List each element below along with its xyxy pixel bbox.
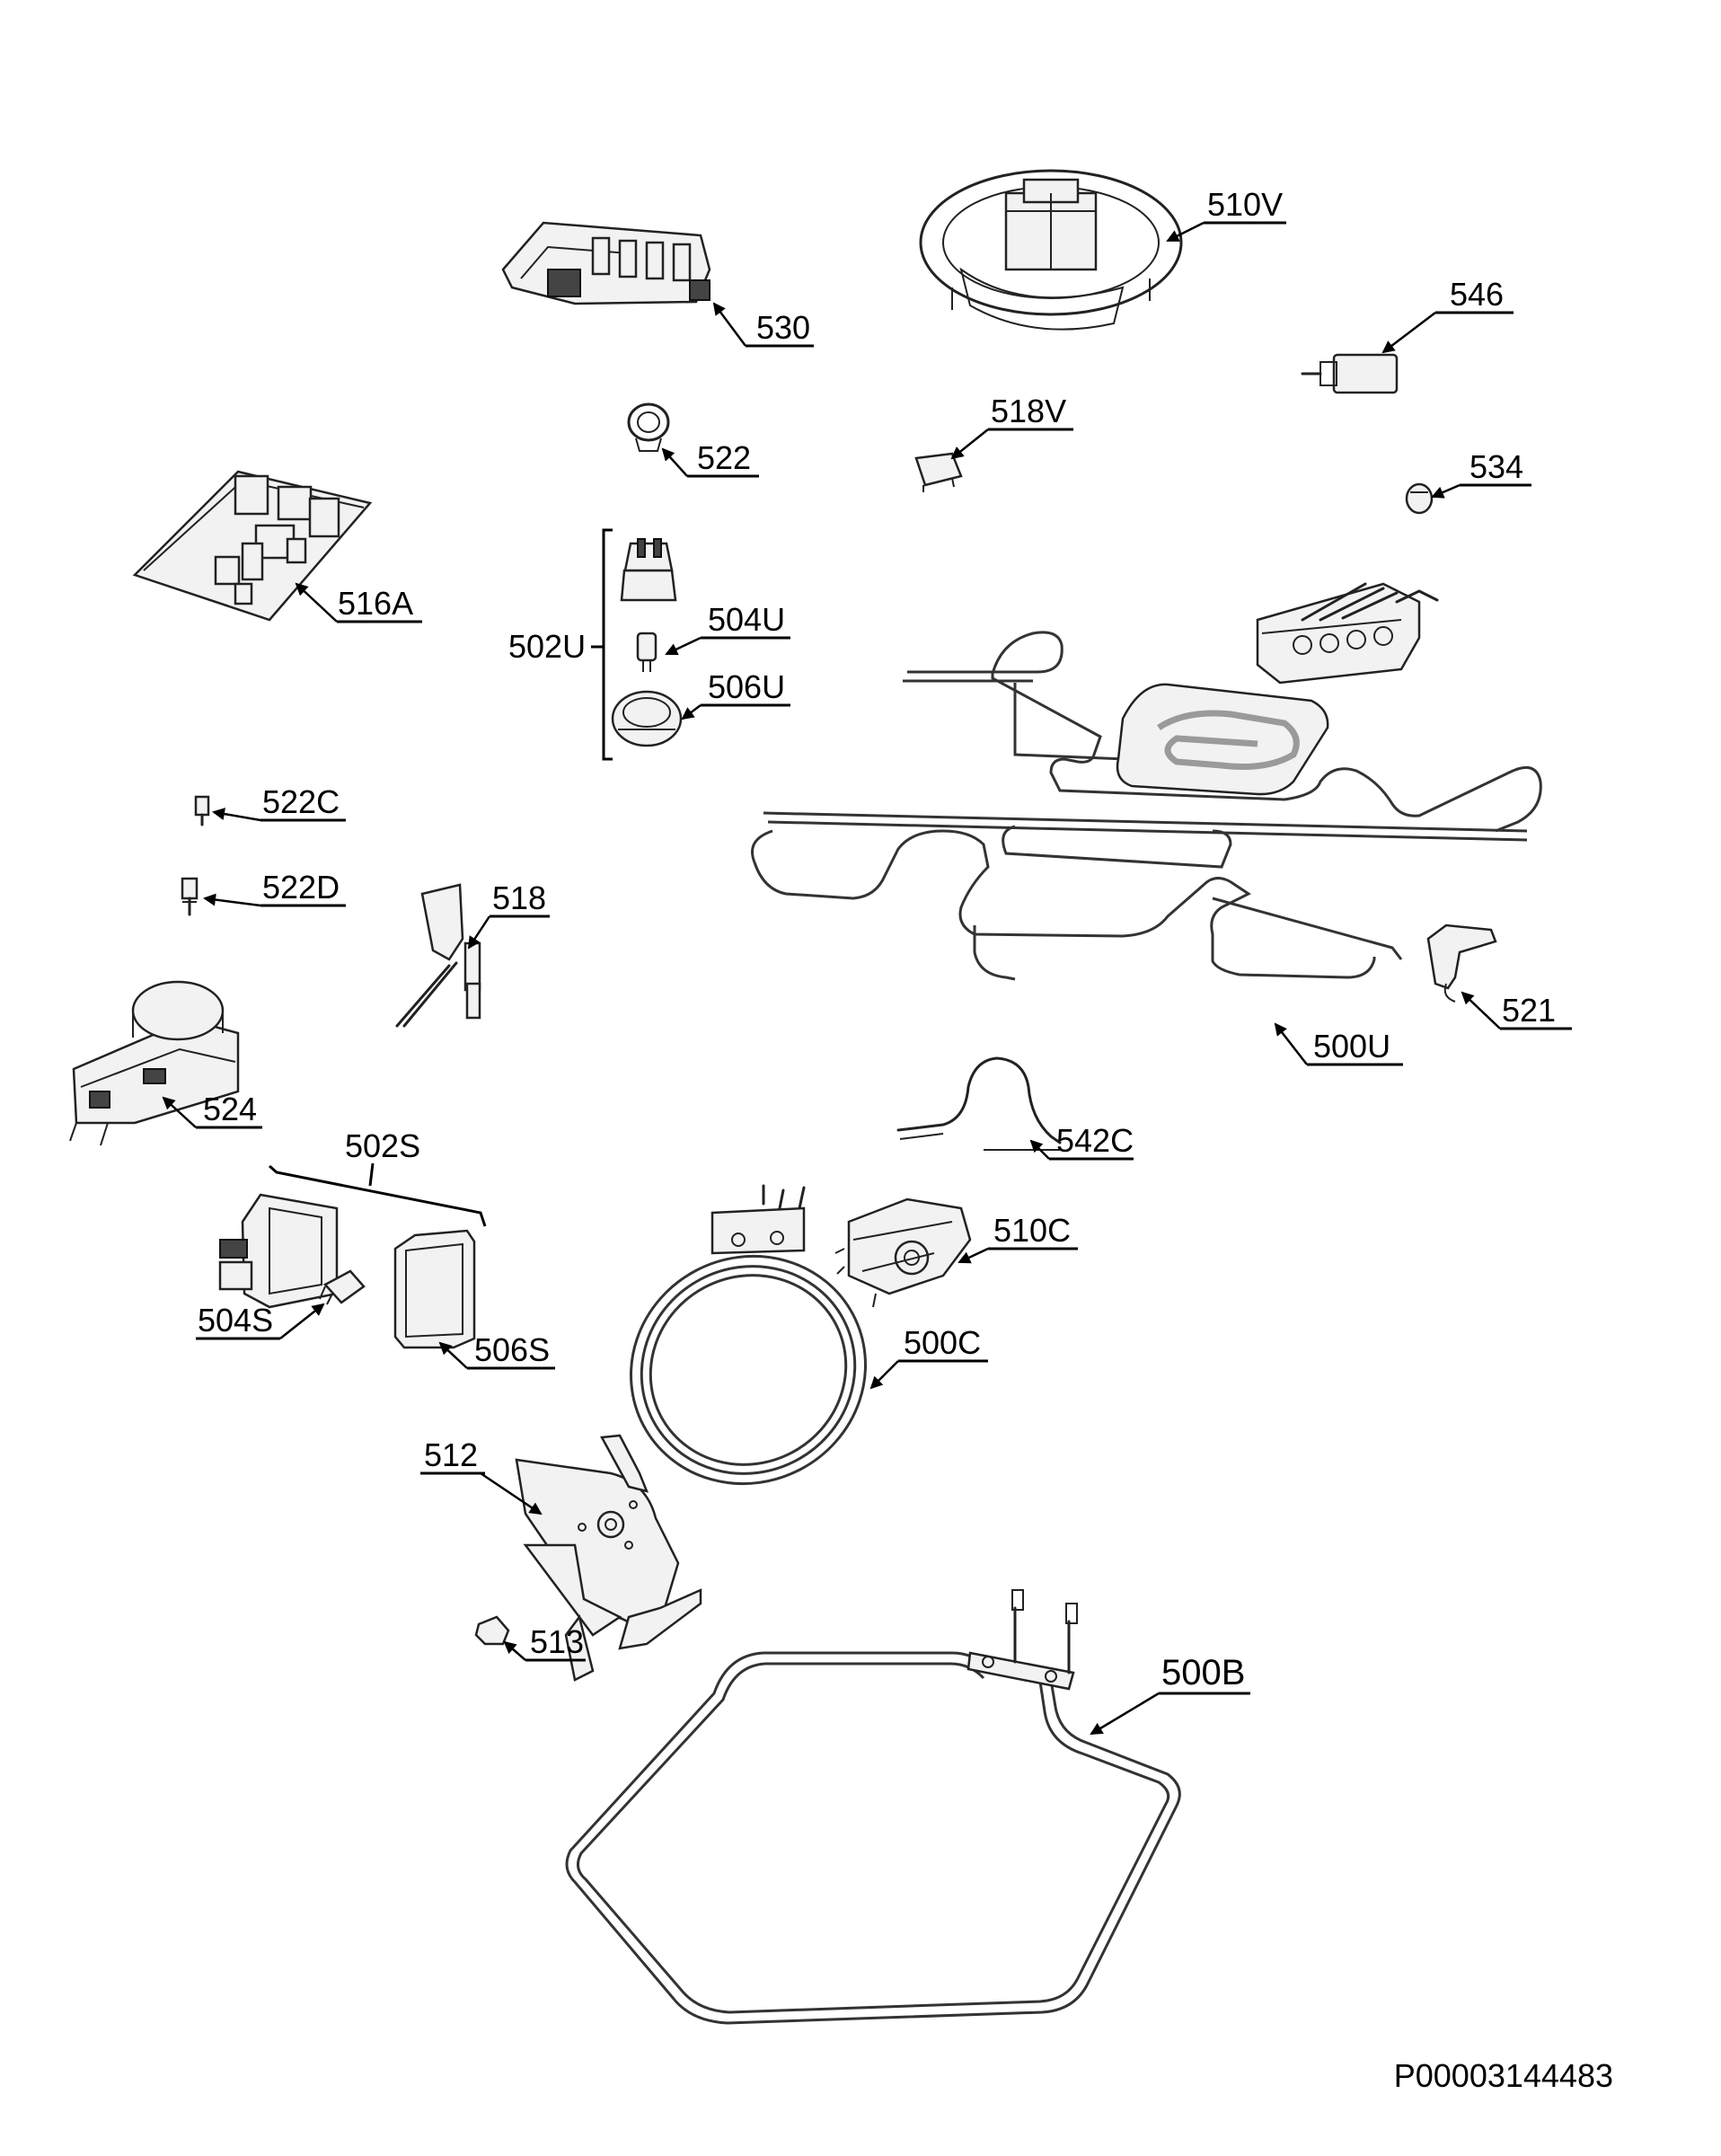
part-513-nut [474, 1615, 510, 1646]
label-510V[interactable]: 510V [1207, 186, 1283, 223]
part-542C-wire-clip [896, 1056, 1062, 1151]
part-502U-lamp-socket [620, 538, 677, 602]
label-546[interactable]: 546 [1450, 276, 1504, 313]
label-506S[interactable]: 506S [474, 1331, 550, 1368]
part-518V-thermostat [914, 452, 963, 492]
part-534-cap [1405, 482, 1434, 515]
part-502U-bracket [591, 528, 613, 761]
label-522C[interactable]: 522C [262, 783, 340, 820]
label-500C[interactable]: 500C [904, 1324, 981, 1361]
part-530-terminal-block [501, 221, 711, 305]
label-522[interactable]: 522 [697, 439, 751, 476]
part-500U-grill-element [751, 582, 1542, 981]
label-502S[interactable]: 502S [345, 1127, 420, 1164]
label-542C[interactable]: 542C [1056, 1122, 1134, 1159]
label-506U[interactable]: 506U [708, 668, 785, 705]
part-506S-lamp-cover [393, 1229, 476, 1349]
label-522D[interactable]: 522D [262, 869, 340, 906]
part-510C-convection-motor [834, 1197, 972, 1308]
label-510C[interactable]: 510C [993, 1212, 1071, 1249]
part-516A-control-board [132, 470, 373, 622]
label-504S[interactable]: 504S [198, 1302, 273, 1339]
label-521[interactable]: 521 [1502, 992, 1556, 1029]
part-502S-bracket [269, 1162, 487, 1227]
document-id: P00003144483 [1393, 2057, 1613, 2094]
label-518V[interactable]: 518V [991, 393, 1066, 429]
part-522-clip [627, 402, 670, 452]
part-546-switch [1301, 353, 1399, 394]
label-513[interactable]: 513 [530, 1623, 584, 1660]
part-506U-lamp-cover [611, 690, 683, 747]
part-502S-lamp-housing [218, 1193, 339, 1309]
label-524[interactable]: 524 [203, 1091, 257, 1127]
label-512[interactable]: 512 [424, 1436, 478, 1473]
label-504U[interactable]: 504U [708, 601, 785, 638]
part-522C-pin [194, 795, 210, 826]
part-512-fan-blade [515, 1434, 702, 1682]
label-502U[interactable]: 502U [508, 628, 586, 665]
part-504U-bulb [636, 632, 658, 672]
part-524-door-lock [69, 980, 240, 1146]
label-500U[interactable]: 500U [1313, 1028, 1390, 1065]
part-500C-circular-element [630, 1184, 867, 1486]
label-500B[interactable]: 500B [1161, 1653, 1245, 1692]
part-500B-bottom-element [565, 1589, 1181, 2025]
label-534[interactable]: 534 [1469, 448, 1523, 485]
part-504S-bulb [319, 1269, 366, 1305]
part-522D-pin [181, 877, 199, 916]
label-518[interactable]: 518 [492, 879, 546, 916]
part-510V-cooling-fan [919, 169, 1183, 331]
label-530[interactable]: 530 [756, 309, 810, 346]
part-518-temperature-sensor [395, 883, 481, 1028]
label-516A[interactable]: 516A [338, 585, 413, 622]
part-521-clip [1426, 923, 1497, 1003]
